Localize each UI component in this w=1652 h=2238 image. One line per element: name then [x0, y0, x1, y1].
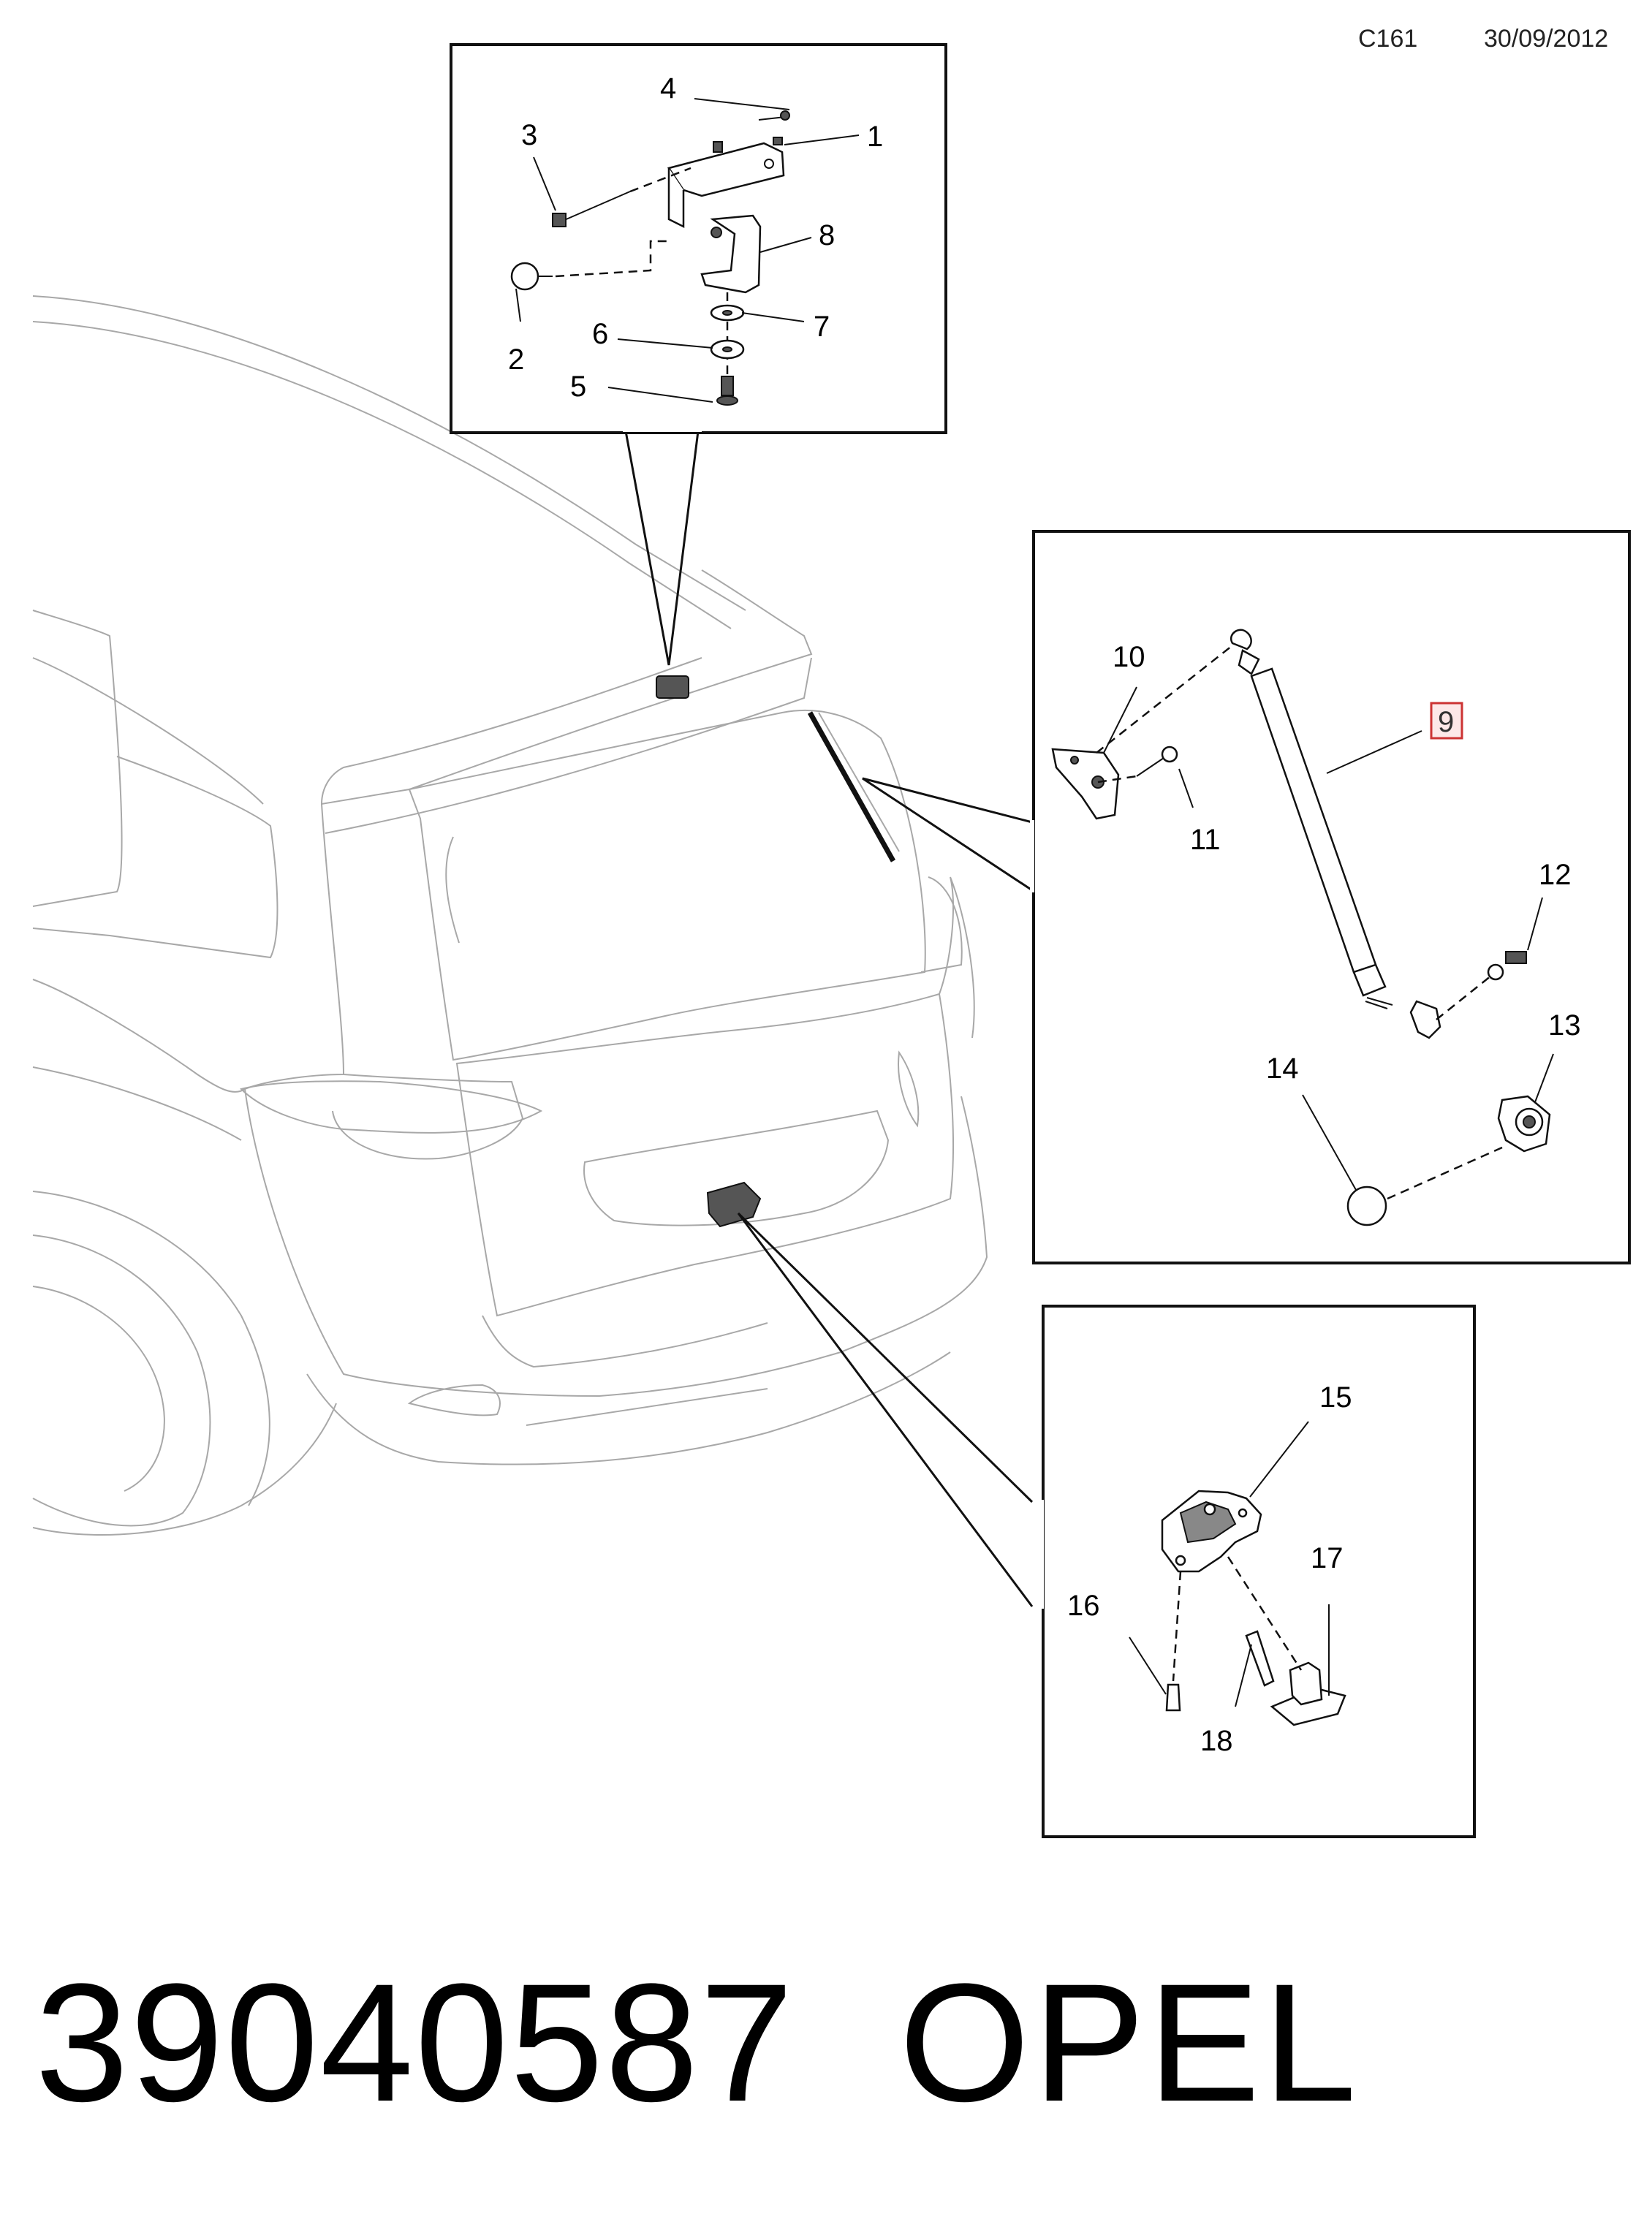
- callout-14: 14: [1266, 1052, 1299, 1085]
- callout-13: 13: [1548, 1009, 1581, 1042]
- strut-on-car: [807, 711, 896, 862]
- callout-18: 18: [1200, 1725, 1233, 1757]
- callout-10: 10: [1113, 641, 1145, 673]
- cap-14-part: [1346, 1186, 1387, 1226]
- callout-7: 7: [814, 311, 830, 343]
- part-number: 39040587: [35, 1949, 795, 2136]
- callout-9: 9: [1438, 706, 1454, 738]
- callout-4: 4: [660, 72, 676, 105]
- callout-8: 8: [819, 219, 835, 251]
- gas-strut-9-part: [1230, 629, 1441, 1039]
- hinge-lower-part: [700, 214, 762, 294]
- bolt-16-part: [1165, 1683, 1181, 1712]
- callout-15: 15: [1319, 1381, 1352, 1414]
- callout-17: 17: [1311, 1542, 1344, 1574]
- callout-5: 5: [570, 371, 586, 403]
- detail-box-latch: [737, 1212, 1476, 1838]
- detail-box-hinge: [450, 43, 947, 666]
- screw-11-part: [1161, 746, 1178, 763]
- callout-16: 16: [1067, 1590, 1100, 1622]
- pin-18-part: [1245, 1630, 1275, 1687]
- diagram-code: C161: [1358, 25, 1418, 53]
- callout-12: 12: [1539, 859, 1572, 891]
- callout-1: 1: [867, 121, 883, 153]
- nut-2-part: [510, 262, 539, 291]
- brand-name: OPEL: [899, 1949, 1360, 2136]
- latch-15-part: [1161, 1490, 1262, 1573]
- grommet-13-part: [1497, 1095, 1551, 1153]
- callout-labels: 4 1 3 8 7 6 2 5 10 9 11 12 13 14 15 17 1…: [508, 72, 1581, 1757]
- latch-on-car: [706, 1181, 762, 1228]
- callout-11: 11: [1190, 824, 1221, 856]
- callout-2: 2: [508, 344, 524, 376]
- callout-3: 3: [521, 119, 537, 151]
- car-outline: [32, 295, 988, 1536]
- callout-9-highlight: [1430, 702, 1463, 740]
- callout-6: 6: [592, 318, 608, 350]
- diagram-date: 30/09/2012: [1484, 25, 1609, 53]
- striker-17-part: [1270, 1661, 1346, 1726]
- bolt-3-part: [552, 213, 567, 227]
- bracket-10-part: [1051, 748, 1120, 820]
- hinge-on-car: [656, 675, 689, 699]
- screw-5-part: [721, 376, 734, 396]
- pin-12-part: [1505, 951, 1527, 964]
- detail-box-strut: [862, 530, 1631, 1264]
